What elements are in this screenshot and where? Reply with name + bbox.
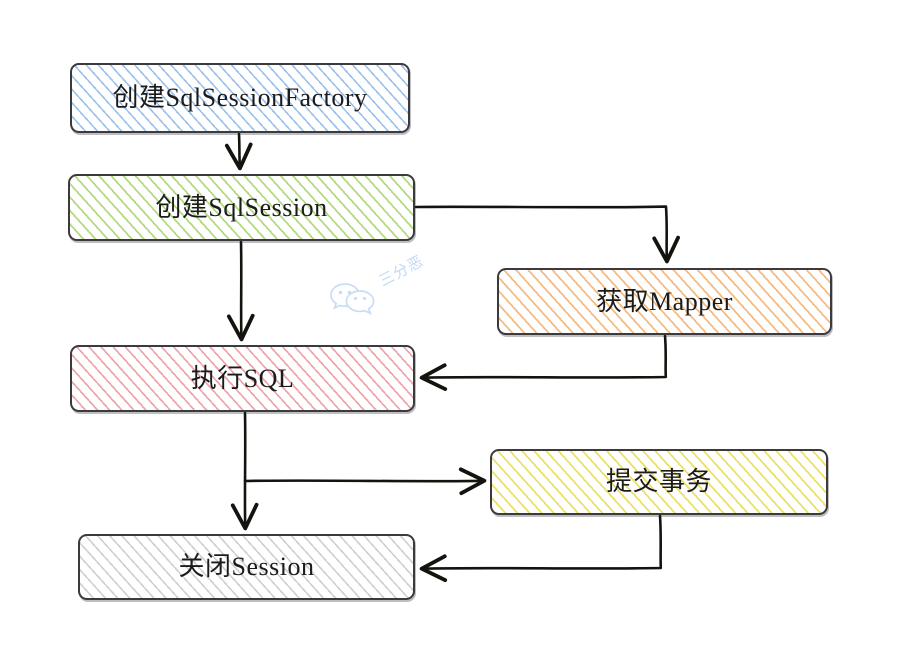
node-get-mapper[interactable]: 获取Mapper: [497, 268, 832, 335]
node-label: 创建SqlSessionFactory: [112, 83, 368, 112]
edge-factory-to-session: [224, 132, 253, 171]
node-commit-transaction[interactable]: 提交事务: [490, 449, 828, 515]
node-label: 创建SqlSession: [155, 192, 328, 222]
node-label: 提交事务: [605, 467, 712, 496]
node-create-sqlsession[interactable]: 创建SqlSession: [68, 174, 415, 241]
node-close-session[interactable]: 关闭Session: [78, 534, 415, 600]
wechat-icon: [330, 283, 375, 316]
edge-mapper-to-sql: [419, 334, 668, 391]
watermark-text: 三分恶: [376, 252, 427, 291]
edge-commit-to-close: [419, 514, 663, 583]
node-create-sqlsessionfactory[interactable]: 创建SqlSessionFactory: [70, 63, 410, 133]
node-execute-sql[interactable]: 执行SQL: [70, 345, 415, 412]
node-label: 获取Mapper: [596, 286, 733, 316]
edge-session-to-mapper: [414, 205, 680, 264]
edge-sql-to-commit: [243, 467, 487, 496]
node-label: 关闭Session: [178, 552, 315, 581]
node-label: 执行SQL: [190, 363, 295, 393]
watermark: 三分恶: [325, 252, 465, 322]
